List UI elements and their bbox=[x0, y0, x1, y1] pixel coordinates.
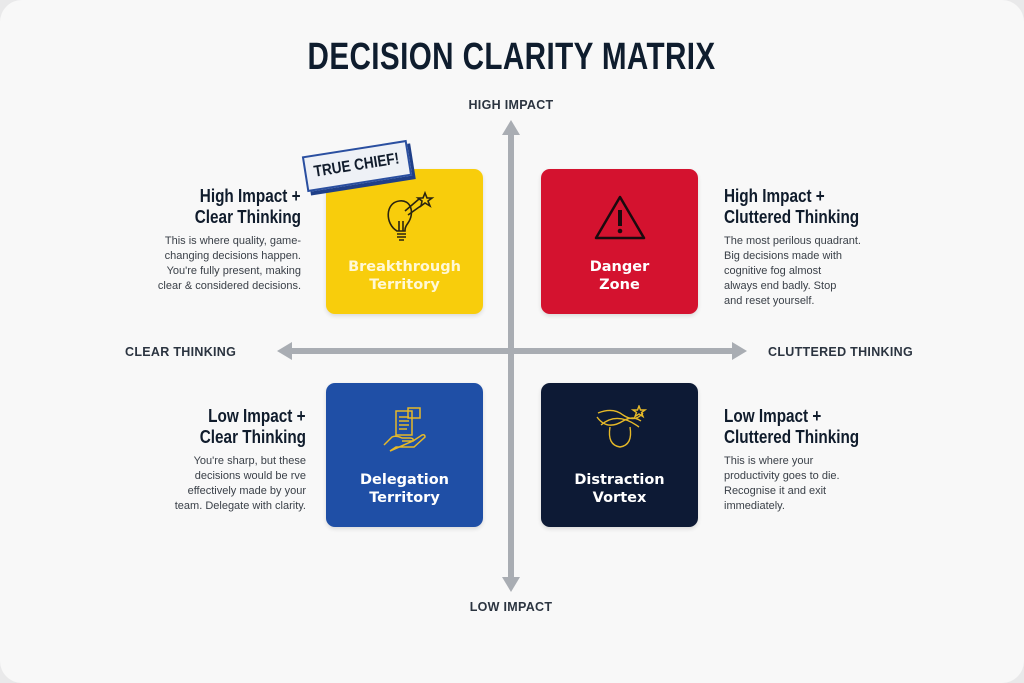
description-heading: High Impact +Cluttered Thinking bbox=[724, 186, 860, 227]
axis-label-top: HIGH IMPACT bbox=[468, 98, 554, 112]
axis-label-bottom: LOW IMPACT bbox=[469, 600, 553, 614]
description-heading: Low Impact +Clear Thinking bbox=[199, 406, 306, 447]
horizontal-axis bbox=[290, 348, 734, 354]
arrow-down-icon bbox=[502, 577, 520, 592]
vertical-axis bbox=[508, 132, 514, 580]
description-high-clear: High Impact +Clear Thinking This is wher… bbox=[158, 186, 301, 294]
description-low-cluttered: Low Impact +Cluttered Thinking This is w… bbox=[724, 406, 883, 514]
description-high-cluttered: High Impact +Cluttered Thinking The most… bbox=[724, 186, 883, 309]
hand-document-icon bbox=[382, 407, 426, 452]
axis-label-right: CLUTTERED THINKING bbox=[768, 345, 913, 359]
description-heading: High Impact +Clear Thinking bbox=[194, 186, 301, 227]
axis-label-left: CLEAR THINKING bbox=[125, 345, 237, 359]
arrow-right-icon bbox=[732, 342, 747, 360]
description-heading: Low Impact +Cluttered Thinking bbox=[724, 406, 860, 447]
description-low-clear: Low Impact +Clear Thinking You're sharp,… bbox=[175, 406, 306, 514]
warning-triangle-icon bbox=[594, 195, 645, 240]
arrow-up-icon bbox=[502, 120, 520, 135]
page-title: DECISION CLARITY MATRIX bbox=[307, 36, 717, 78]
lightbulb-star-icon bbox=[386, 191, 434, 241]
description-body: This is where quality, game-changing dec… bbox=[157, 235, 301, 292]
description-body: The most perilous quadrant.Big decisions… bbox=[724, 235, 861, 307]
arrow-left-icon bbox=[277, 342, 292, 360]
dizzy-head-icon bbox=[595, 405, 647, 448]
